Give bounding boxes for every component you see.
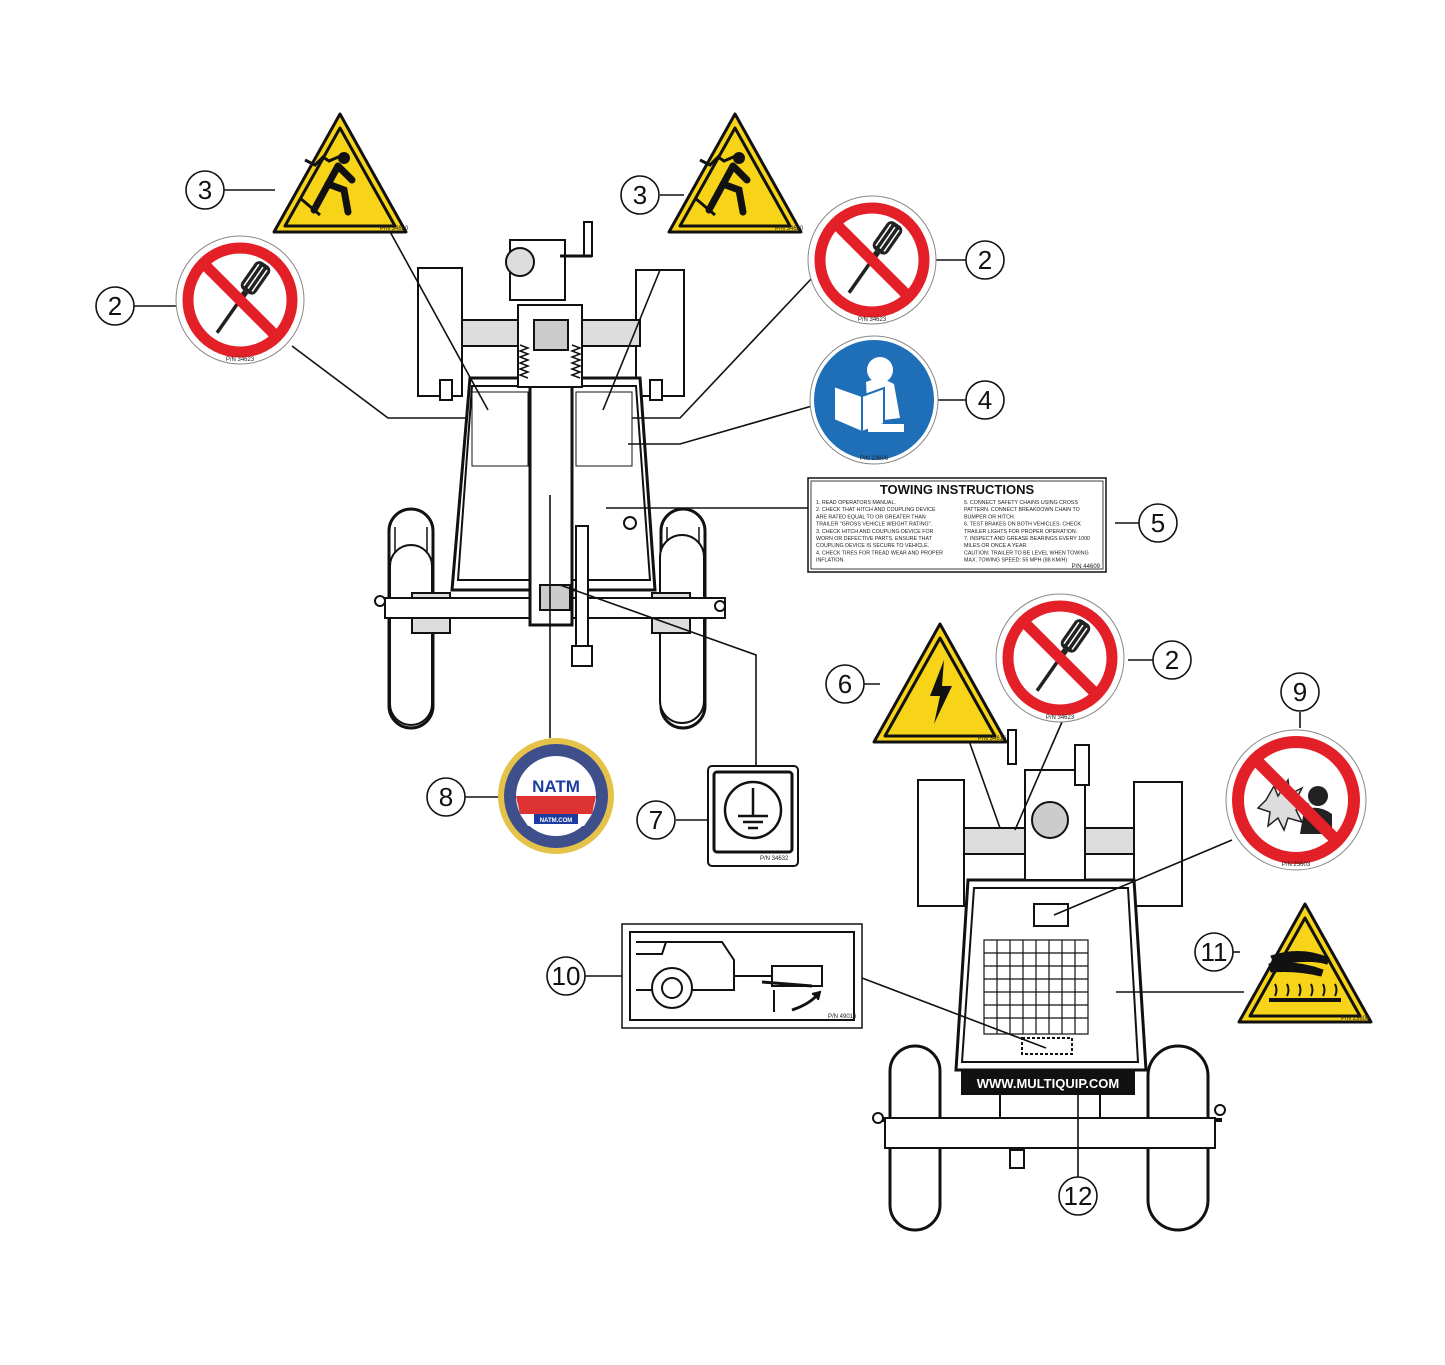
callout-9: 9 bbox=[1293, 677, 1307, 707]
hot-surface-decal: P/N 23606 bbox=[1237, 902, 1373, 1024]
leader-lines bbox=[134, 189, 1301, 1180]
part-number: P/N 34620 bbox=[380, 226, 409, 232]
callout-11: 11 bbox=[1201, 937, 1228, 967]
no-tools-decal-lower: P/N 34623 bbox=[996, 594, 1124, 722]
towing-line: TRAILER "GROSS VEHICLE WEIGHT RATING". bbox=[816, 522, 932, 528]
read-manual-decal: P/N 23606 bbox=[809, 335, 939, 465]
part-number: P/N 34623 bbox=[858, 317, 887, 323]
natm-sub-text: NATM.COM bbox=[540, 818, 573, 824]
callout-circles bbox=[95, 170, 1320, 1216]
part-number: P/N 34632 bbox=[760, 856, 789, 862]
read-manual-icon bbox=[833, 357, 904, 434]
hot-surface-icon bbox=[1268, 951, 1341, 1002]
callout-12: 12 bbox=[1064, 1181, 1093, 1211]
ground-decal: P/N 34632 bbox=[707, 765, 799, 867]
part-number: P/N 23603 bbox=[1282, 862, 1311, 868]
callout-5: 5 bbox=[1151, 508, 1165, 538]
callout-10: 10 bbox=[552, 961, 581, 991]
part-number: P/N 49016 bbox=[828, 1014, 857, 1020]
towing-line: 1. READ OPERATORS MANUAL. bbox=[816, 500, 896, 506]
towing-title: TOWING INSTRUCTIONS bbox=[880, 482, 1035, 497]
towing-line: BUMPER OR HITCH. bbox=[964, 514, 1015, 520]
ground-symbol-icon bbox=[723, 780, 783, 840]
no-screwdriver-icon bbox=[176, 236, 304, 364]
callout-3: 3 bbox=[198, 175, 212, 205]
towing-left-column: 1. READ OPERATORS MANUAL.2. CHECK THAT H… bbox=[816, 500, 943, 564]
trailer-hitch-icon bbox=[636, 941, 823, 1012]
no-screwdriver-icon bbox=[808, 196, 936, 324]
part-number: P/N 34623 bbox=[226, 357, 255, 363]
towing-line: ARE RATED EQUAL TO OR GREATER THAN bbox=[816, 514, 926, 520]
towing-line: CAUTION: TRAILER TO BE LEVEL WHEN TOWING bbox=[964, 550, 1089, 556]
towing-line: 2. CHECK THAT HITCH AND COUPLING DEVICE bbox=[816, 507, 936, 513]
no-tools-decal-left: P/N 34623 bbox=[176, 236, 304, 364]
towing-line: 6. TEST BRAKES ON BOTH VEHICLES. CHECK bbox=[964, 522, 1081, 528]
callout-4: 4 bbox=[978, 385, 992, 415]
towing-line: WORN OR DEFECTIVE PARTS. ENSURE THAT bbox=[816, 536, 933, 542]
towing-line: 4. CHECK TIRES FOR TREAD WEAR AND PROPER bbox=[816, 550, 943, 556]
callout-7: 7 bbox=[649, 805, 663, 835]
shock-warning-decal-left: P/N 34620 bbox=[272, 112, 409, 234]
machine-front-view bbox=[374, 221, 726, 730]
machine-rear-view bbox=[872, 729, 1226, 1232]
website-text: WWW.MULTIQUIP.COM bbox=[977, 1076, 1120, 1091]
lightning-bolt-icon bbox=[930, 660, 952, 724]
towing-line: 5. CONNECT SAFETY CHAINS USING CROSS bbox=[964, 500, 1078, 506]
shock-warning-decal-right: P/N 34620 bbox=[667, 112, 804, 234]
part-number: P/N 34620 bbox=[775, 226, 804, 232]
towing-line: MAX. TOWING SPEED: 55 MPH (88 KM/H) bbox=[964, 558, 1067, 564]
towing-line: COUPLING DEVICE IS SECURE TO VEHICLE. bbox=[816, 543, 929, 549]
part-number: P/N 23606 bbox=[860, 456, 889, 462]
part-number: P/N 34623 bbox=[1046, 715, 1075, 721]
callout-8: 8 bbox=[439, 782, 453, 812]
towing-line: TRAILER LIGHTS FOR PROPER OPERATION. bbox=[964, 529, 1077, 535]
callout-2: 2 bbox=[1165, 645, 1179, 675]
towing-line: 7. INSPECT AND GREASE BEARINGS EVERY 100… bbox=[964, 536, 1090, 542]
callout-labels: 3 3 2 2 4 5 6 2 9 8 7 10 11 12 bbox=[108, 175, 1307, 1211]
towing-line: MILES OR ONCE A YEAR. bbox=[964, 543, 1028, 549]
towing-right-column: 5. CONNECT SAFETY CHAINS USING CROSS PAT… bbox=[964, 500, 1090, 564]
natm-seal-decal: NATM NATM.COM bbox=[498, 738, 614, 854]
no-screwdriver-icon bbox=[996, 594, 1124, 722]
part-number: P/N 23606 bbox=[1341, 1016, 1370, 1022]
callout-2: 2 bbox=[978, 245, 992, 275]
part-number: P/N 44609 bbox=[1072, 564, 1101, 570]
towing-line: INFLATION. bbox=[816, 558, 845, 564]
callout-3: 3 bbox=[633, 180, 647, 210]
towing-line: 3. CHECK HITCH AND COUPLING DEVICE FOR bbox=[816, 529, 934, 535]
callout-2: 2 bbox=[108, 291, 122, 321]
towing-instructions-decal: TOWING INSTRUCTIONS 1. READ OPERATORS MA… bbox=[807, 477, 1107, 573]
callout-6: 6 bbox=[838, 669, 852, 699]
no-explosion-decal: P/N 23603 bbox=[1225, 729, 1367, 871]
electric-hazard-decal: P/N 34616 bbox=[872, 622, 1008, 744]
natm-main-text: NATM bbox=[532, 777, 580, 796]
towing-line: PATTERN. CONNECT BREAKDOWN CHAIN TO bbox=[964, 507, 1080, 513]
hitch-decal: P/N 49016 bbox=[621, 923, 863, 1029]
no-tools-decal-top-right: P/N 34623 bbox=[808, 196, 936, 324]
part-number: P/N 34616 bbox=[978, 736, 1007, 742]
